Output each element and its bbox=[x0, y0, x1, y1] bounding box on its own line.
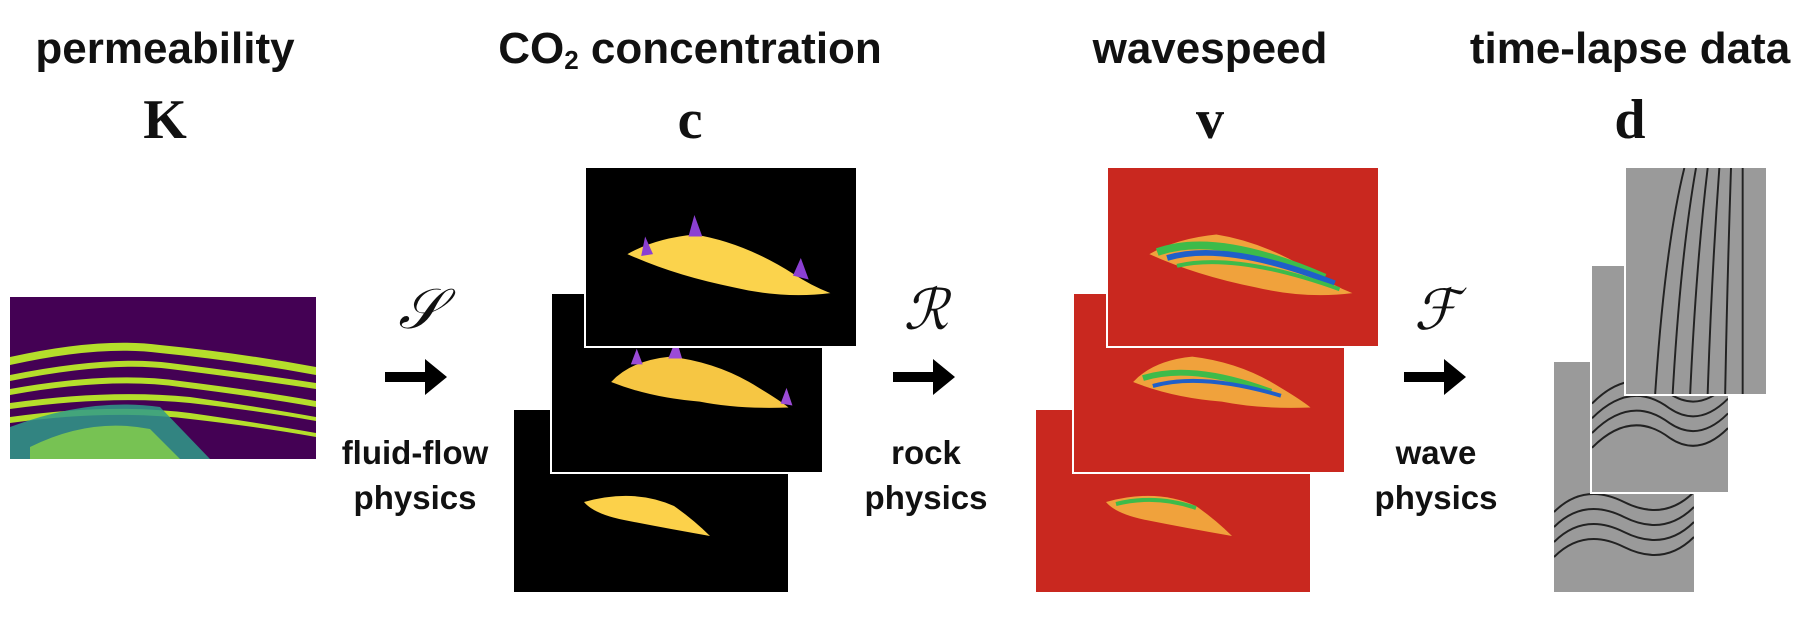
operator-S-label: fluid-flow physics bbox=[341, 434, 489, 516]
symbol-v: v bbox=[1196, 89, 1224, 151]
heading-co2-concentration: CO2 concentration bbox=[498, 24, 882, 75]
right-arrow-icon bbox=[385, 355, 447, 404]
right-arrow-icon bbox=[893, 355, 955, 404]
co2-panel-1 bbox=[584, 166, 858, 348]
symbol-K: K bbox=[143, 89, 187, 151]
operator-R-label: rock physics bbox=[864, 434, 988, 516]
symbol-d: d bbox=[1614, 89, 1646, 151]
heading-wavespeed: wavespeed bbox=[1092, 24, 1328, 73]
wavespeed-panel-1 bbox=[1106, 166, 1380, 348]
operator-F-symbol: ℱ bbox=[1413, 280, 1459, 342]
heading-permeability: permeability bbox=[35, 24, 295, 73]
symbol-c: c bbox=[677, 89, 703, 151]
operator-R-symbol: ℛ bbox=[903, 280, 949, 342]
permeability-image bbox=[10, 297, 316, 459]
right-arrow-icon bbox=[1404, 355, 1466, 404]
operator-F-label: wave physics bbox=[1374, 434, 1498, 516]
heading-time-lapse-data: time-lapse data bbox=[1469, 24, 1791, 73]
seismic-panel-1 bbox=[1624, 166, 1768, 396]
operator-S-symbol: 𝒮 bbox=[398, 279, 442, 341]
